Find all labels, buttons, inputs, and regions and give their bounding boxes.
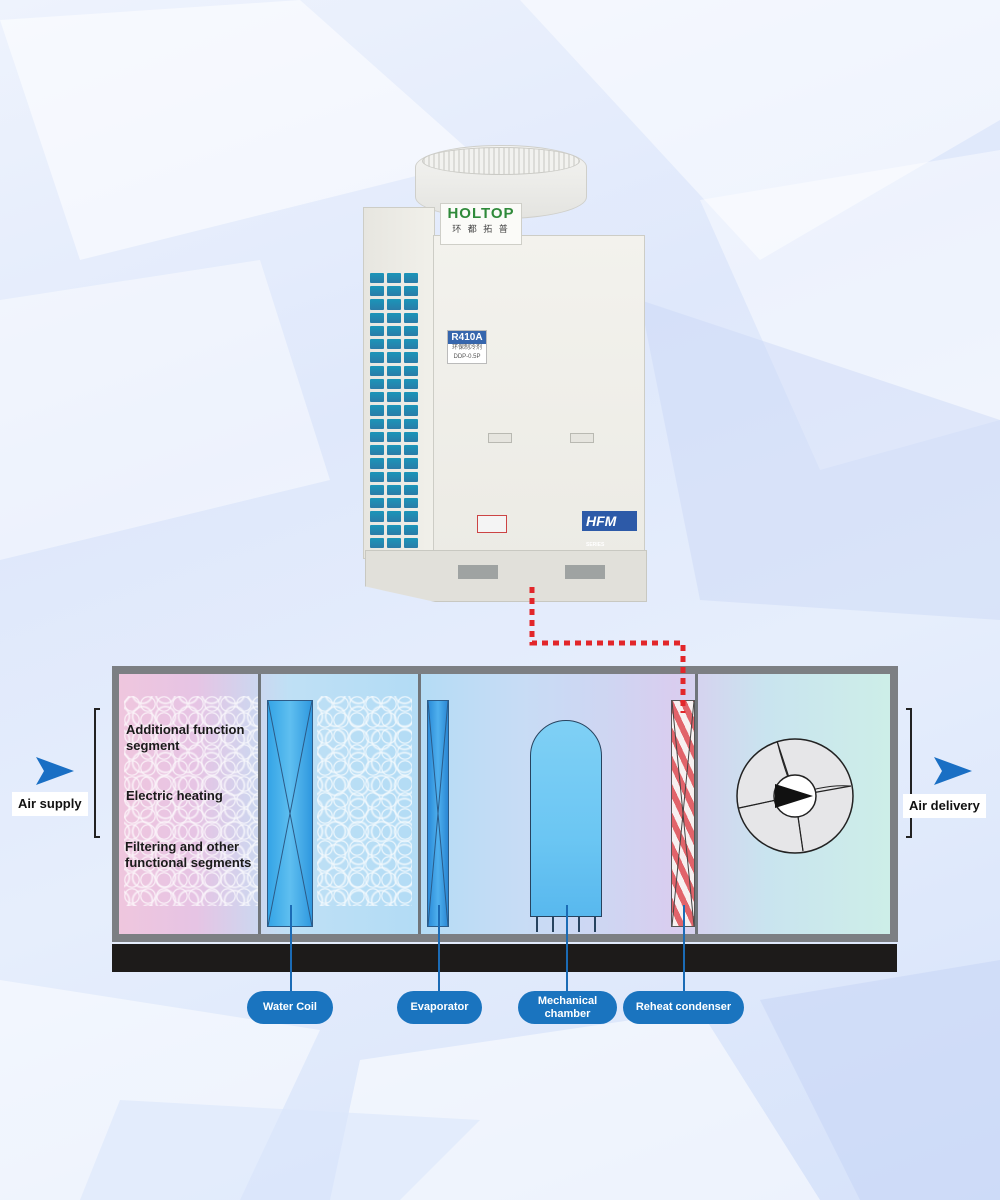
condenser-grille: [370, 273, 418, 548]
refrigerant-subtitle: 环保制冷剂: [451, 345, 482, 351]
evaporator-label: Evaporator: [397, 991, 482, 1024]
bubble-pattern-left: [124, 696, 259, 906]
chamber-leg-2: [552, 917, 554, 932]
evaporator-leader: [438, 905, 440, 993]
mechanical-chamber-label: Mechanical chamber: [518, 991, 617, 1024]
air-delivery-arrow-icon: [934, 757, 972, 785]
section-divider-2: [418, 674, 421, 934]
warning-label: [477, 515, 507, 533]
brand-name: HOLTOP: [447, 205, 515, 222]
supply-bracket: [94, 708, 100, 838]
reheat-cross: [671, 700, 695, 927]
refrigerant-type: R410A: [448, 331, 486, 344]
water-coil-label: Water Coil: [247, 991, 333, 1024]
refrigerant-badge: R410A 环保制冷剂 DDP-0.5P: [447, 330, 487, 364]
chamber-leg-1: [536, 917, 538, 932]
air-handling-unit: [112, 666, 898, 946]
evaporator-coil: [427, 700, 449, 927]
additional-function-segment-text: Additional function segment: [126, 722, 245, 753]
series-name: HFM: [586, 513, 617, 529]
refrigerant-code: DDP-0.5P: [453, 354, 481, 360]
refrigerant-line: [529, 587, 686, 713]
base-slot-left: [458, 565, 498, 579]
air-delivery-label: Air delivery: [903, 794, 986, 818]
air-supply-label: Air supply: [12, 792, 88, 816]
filtering-segments-text: Filtering and other functional segments: [125, 839, 252, 870]
reheat-condenser-coil: [671, 700, 695, 927]
chamber-leg-3: [578, 917, 580, 932]
unit-front-panel: [433, 235, 645, 559]
section-divider-3: [695, 674, 698, 934]
chamber-leg-4: [594, 917, 596, 932]
outdoor-unit: HOLTOP 环 都 拓 普 R410A 环保制冷剂 DDP-0.5P HFM …: [360, 145, 650, 602]
water-coil: [267, 700, 313, 927]
delivery-bracket: [906, 708, 912, 838]
water-coil-cross: [267, 700, 313, 927]
series-badge: HFM SERIES: [582, 511, 637, 548]
air-supply-arrow-icon: [36, 757, 74, 785]
panel-handle-right: [570, 433, 594, 443]
brand-subtitle: 环 都 拓 普: [452, 224, 510, 234]
reheat-condenser-label: Reheat condenser: [623, 991, 744, 1024]
brand-logo: HOLTOP 环 都 拓 普: [440, 203, 522, 245]
electric-heating-text: Electric heating: [126, 788, 223, 803]
fan-grill: [422, 147, 580, 175]
ahu-base: [112, 944, 897, 972]
panel-handle-left: [488, 433, 512, 443]
series-suffix: SERIES: [586, 542, 605, 548]
base-slot-right: [565, 565, 605, 579]
evaporator-cross: [427, 700, 449, 927]
water-coil-leader: [290, 905, 292, 993]
reheat-condenser-leader: [683, 905, 685, 993]
section-divider-1: [258, 674, 261, 934]
chamber-body: [530, 720, 602, 917]
mechanical-chamber: [530, 720, 602, 932]
fan-icon: [736, 738, 854, 854]
mechanical-chamber-leader: [566, 905, 568, 993]
bubble-pattern-middle: [317, 696, 412, 906]
